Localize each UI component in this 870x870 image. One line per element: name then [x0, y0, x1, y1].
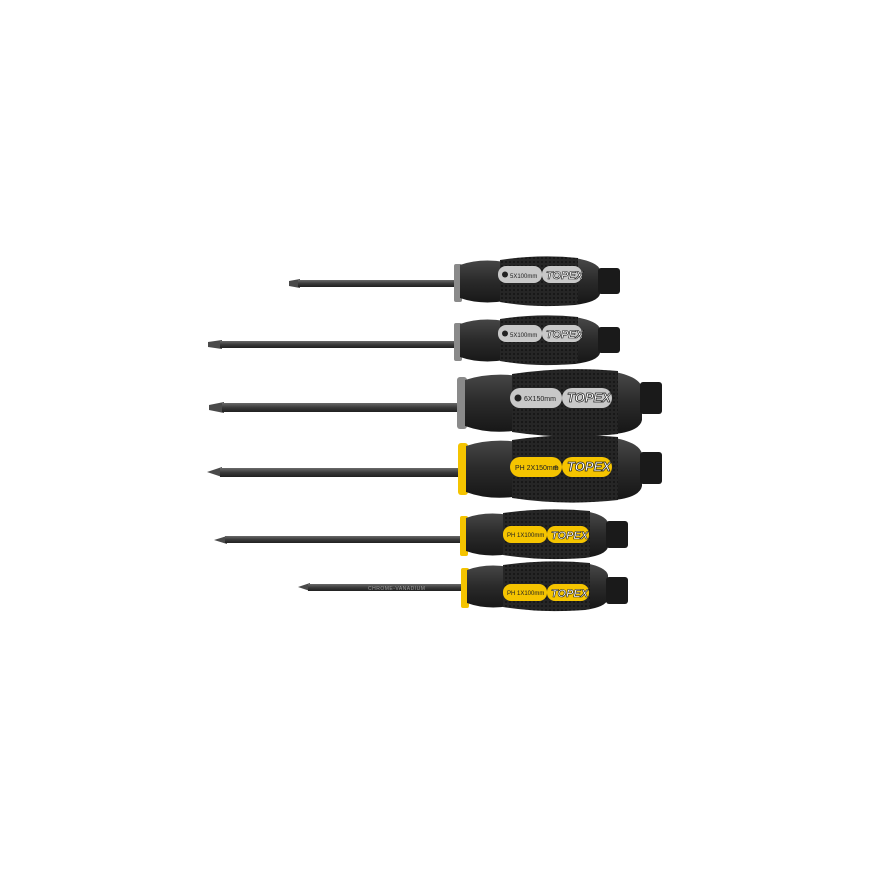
brand-logo: TOPEX — [546, 270, 584, 282]
screwdriver-tip — [207, 467, 222, 477]
logo-badge — [542, 266, 582, 283]
screwdriver-shaft — [225, 536, 465, 543]
logo-badge — [547, 526, 589, 543]
spec-badge — [498, 266, 542, 283]
logo-badge — [547, 584, 589, 601]
screwdriver-tip — [209, 402, 224, 413]
logo-badge — [562, 388, 612, 408]
spec-label: PH 1X100mm — [507, 533, 544, 539]
spec-label: PH 1X100mm — [507, 591, 544, 597]
spec-badge — [510, 388, 562, 408]
spec-badge — [498, 325, 542, 342]
screwdriver-shaft — [220, 468, 464, 477]
brand-logo: TOPEX — [567, 390, 612, 405]
screwdriver-shaft — [222, 403, 462, 412]
spec-badge — [510, 457, 562, 477]
spec-label: PH 2X150mm — [515, 465, 559, 472]
screwdriver-2: 5X100mm TOPEX — [208, 315, 620, 366]
hex-end — [640, 382, 662, 414]
hex-end — [598, 327, 620, 353]
hex-end — [606, 577, 628, 604]
slotted-tip-icon — [502, 330, 508, 337]
screwdriver-3: 6X150mm TOPEX — [209, 369, 662, 437]
screwdriver-4: PH 2X150mm ⊕ TOPEX — [207, 435, 662, 503]
slotted-tip-icon — [514, 394, 522, 402]
brand-logo: TOPEX — [567, 459, 612, 474]
screwdriver-6: CHROME-VANADIUM PH 1X100mm TOPEX — [298, 561, 628, 612]
phillips-tip-icon: ⊕ — [553, 465, 559, 472]
screwdriver-shaft — [308, 584, 466, 591]
screwdriver-tip — [214, 536, 227, 544]
logo-badge — [562, 457, 612, 477]
spec-badge — [503, 584, 547, 601]
screwdriver-bolster — [457, 377, 467, 429]
screwdriver-bolster — [458, 443, 468, 495]
slotted-tip-icon — [502, 271, 508, 278]
brand-logo: TOPEX — [551, 588, 589, 600]
spec-label: 6X150mm — [524, 396, 556, 403]
screwdriver-shaft — [220, 341, 458, 348]
spec-label: 5X100mm — [510, 274, 537, 280]
screwdriver-shaft — [298, 280, 458, 287]
hex-end — [598, 268, 620, 294]
screwdriver-tip — [298, 583, 310, 591]
brand-logo: TOPEX — [551, 530, 589, 542]
logo-badge — [542, 325, 582, 342]
shaft-marking: CHROME-VANADIUM — [368, 586, 425, 592]
screwdriver-1: 5X100mm TOPEX — [289, 256, 620, 307]
hex-end — [640, 452, 662, 484]
hex-end — [606, 521, 628, 548]
screwdriver-tip — [289, 279, 300, 288]
brand-logo: TOPEX — [546, 329, 584, 341]
spec-label: 5X100mm — [510, 333, 537, 339]
spec-badge — [503, 526, 547, 543]
screwdriver-tip — [208, 340, 222, 349]
screwdriver-5: PH 1X100mm TOPEX — [214, 509, 628, 560]
